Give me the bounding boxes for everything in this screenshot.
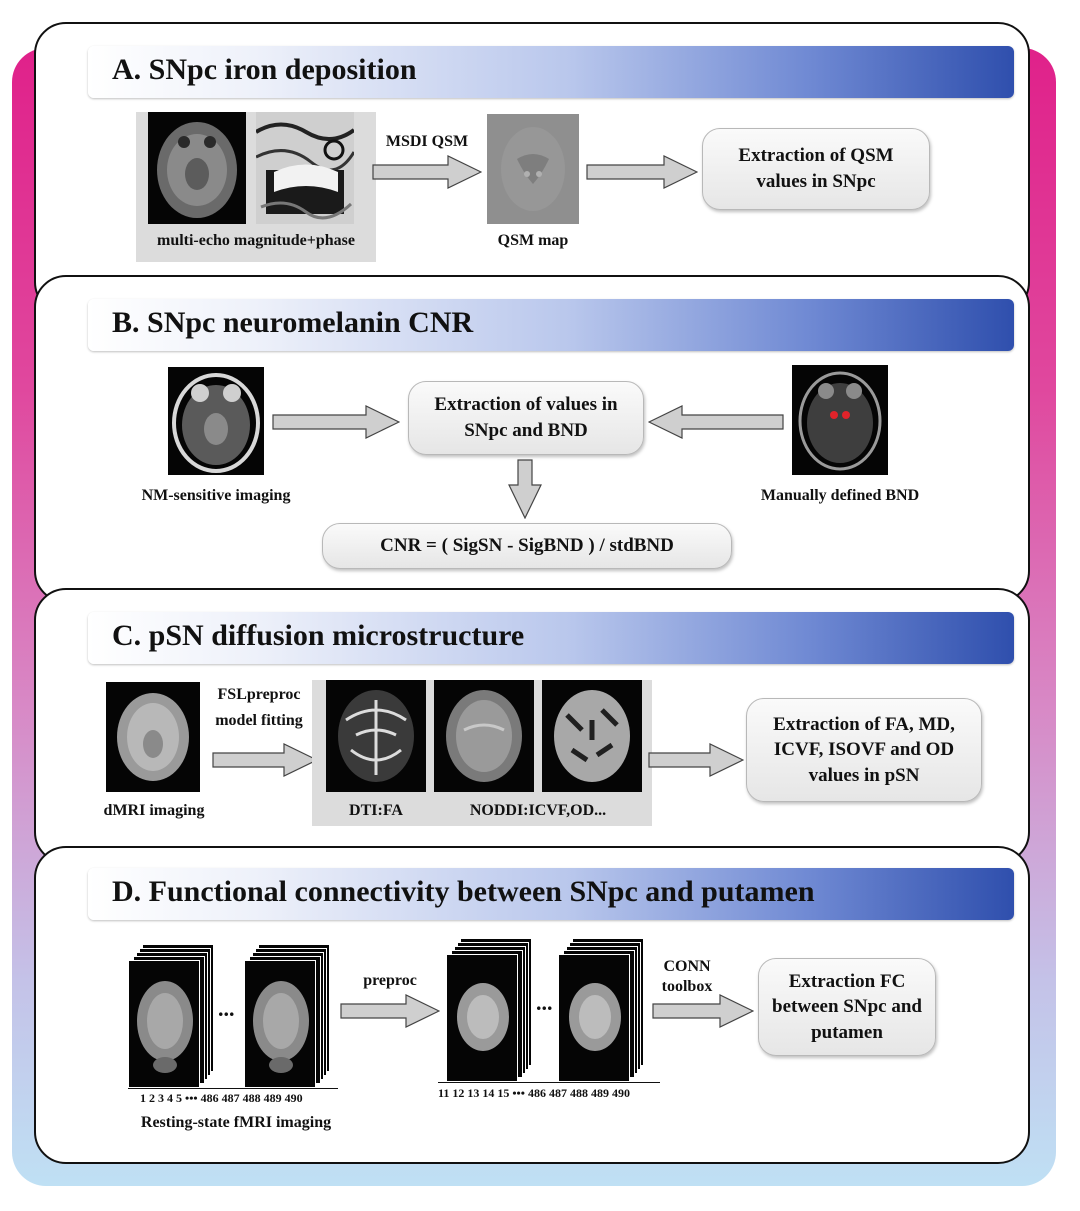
cnr-formula-box: CNR = ( SigSN - SigBND ) / stdBND [322,523,732,569]
preproc-volume-axis [438,1082,660,1083]
panel-c-banner: C. pSN diffusion microstructure [88,612,1014,664]
magnitude-phase-caption: multi-echo magnitude+phase [156,232,355,249]
model-fitting-label: model fitting [215,712,303,729]
dmri-caption: dMRI imaging [103,802,205,819]
to-diffusion-extraction-arrow [648,743,744,777]
raw-ellipsis: ... [218,996,235,1021]
qsm-extraction-box: Extraction of QSM values in SNpc [702,128,930,210]
qsm-map-image [487,114,579,224]
bnd-to-extraction-arrow [648,405,784,439]
qsm-map-caption: QSM map [497,232,569,249]
raw-volume-axis [128,1088,338,1089]
panel-d: D. Functional connectivity between SNpc … [34,846,1030,1164]
magnitude-image [148,112,246,224]
conn-arrow [652,994,754,1028]
raw-volume-stack-last [244,944,330,1092]
dti-fa-caption: DTI:FA [349,802,403,819]
noddi-caption: NODDI:ICVF,OD... [469,802,607,819]
panel-b: B. SNpc neuromelanin CNR NM-sensitive im… [34,275,1030,603]
preproc-ellipsis: ... [536,990,553,1015]
panel-a-title: A. SNpc iron deposition [112,53,417,86]
panel-d-banner: D. Functional connectivity between SNpc … [88,868,1014,920]
panel-d-title: D. Functional connectivity between SNpc … [112,875,815,908]
panel-c: C. pSN diffusion microstructure dMRI ima… [34,588,1030,864]
preproc-label: preproc [363,972,417,989]
fc-extraction-box: Extraction FC between SNpc and putamen [758,958,936,1056]
panel-c-title: C. pSN diffusion microstructure [112,619,525,652]
msdi-qsm-label: MSDI QSM [385,133,469,150]
resting-state-caption: Resting-state fMRI imaging [140,1114,332,1131]
toolbox-label: toolbox [661,978,713,995]
nm-sensitive-image [168,367,264,475]
extraction-to-cnr-arrow [508,459,542,519]
preproc-volume-stack-first [446,938,532,1086]
preproc-volume-stack-last [558,938,644,1086]
panel-a-banner: A. SNpc iron deposition [88,46,1014,98]
snpc-bnd-extraction-box: Extraction of values in SNpc and BND [408,381,644,455]
raw-volume-ticks: 1 2 3 4 5 ••• 486 487 488 489 490 [140,1091,303,1105]
nm-sensitive-caption: NM-sensitive imaging [141,487,291,504]
raw-volume-stack-first [128,944,214,1092]
dti-fa-image [326,680,426,792]
conn-label: CONN [663,958,711,975]
noddi-icvf-image [434,680,534,792]
fslpreproc-label: FSLpreproc [217,686,301,703]
noddi-od-image [542,680,642,792]
diffusion-extraction-box: Extraction of FA, MD, ICVF, ISOVF and OD… [746,698,982,802]
dmri-image [106,682,200,792]
panel-b-title: B. SNpc neuromelanin CNR [112,306,474,339]
manual-bnd-image [792,365,888,475]
to-qsm-extraction-arrow [586,155,698,189]
phase-image [256,112,354,224]
preproc-volume-ticks: 11 12 13 14 15 ••• 486 487 488 489 490 [438,1086,630,1100]
manual-bnd-caption: Manually defined BND [760,487,920,504]
panel-b-banner: B. SNpc neuromelanin CNR [88,299,1014,351]
panel-a: A. SNpc iron deposition multi-echo magni… [34,22,1030,314]
dmri-fitting-arrow [212,743,318,777]
preproc-arrow [340,994,440,1028]
msdi-qsm-arrow [372,155,482,189]
nm-to-extraction-arrow [272,405,400,439]
